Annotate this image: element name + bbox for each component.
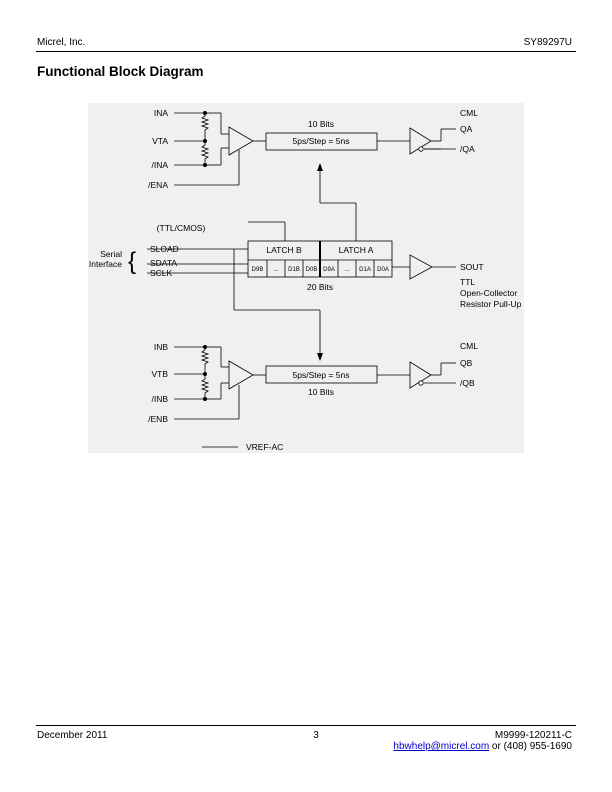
output-label: QB (460, 358, 473, 368)
latch-cell: D0A (377, 267, 389, 273)
section-title: Functional Block Diagram (37, 64, 204, 79)
header-rule (36, 51, 576, 52)
part-number: SY89297U (523, 37, 572, 48)
email-link[interactable]: hbwhelp@micrel.com (393, 741, 490, 752)
signal-label: SLOAD (150, 244, 179, 254)
bits-label: 10 Bits (308, 119, 334, 129)
output-type-label: Open-Collector (460, 288, 517, 298)
input-label: INB (154, 342, 169, 352)
input-label: INA (154, 108, 169, 118)
input-label: /INB (151, 394, 168, 404)
input-label: /INA (151, 160, 168, 170)
latch-a-label: LATCH A (339, 245, 374, 255)
latch-cell: ... (273, 267, 278, 273)
latch-cell: D0B (306, 267, 318, 273)
bits-label: 10 Bits (308, 387, 334, 397)
brace-icon: { (128, 248, 136, 275)
enable-label: /ENA (148, 180, 168, 190)
phone-text: or (408) 955-1690 (489, 741, 572, 752)
doc-number: M9999-120211-C (494, 730, 572, 741)
output-label: QA (460, 124, 473, 134)
serial-group-label: Serial (100, 249, 122, 259)
output-type-label: Resistor Pull-Up (460, 299, 522, 309)
output-label: /QB (460, 378, 475, 388)
company-name: Micrel, Inc. (37, 37, 86, 48)
signal-label: SDATA (150, 258, 177, 268)
latch-cell: D9B (252, 267, 264, 273)
output-type-label: CML (460, 108, 478, 118)
input-label: VTA (152, 136, 168, 146)
latch-cell: D1A (359, 267, 371, 273)
latch-cell: D9A (323, 267, 335, 273)
block-diagram-svg: INA VTA /INA /ENA 10 Bits 5ps/Step = 5ns… (89, 108, 522, 452)
footer-rule (36, 725, 576, 726)
signal-label: SCLK (150, 268, 173, 278)
latch-b-label: LATCH B (266, 245, 302, 255)
footer-contact: hbwhelp@micrel.com or (408) 955-1690 (393, 741, 572, 752)
output-label: /QA (460, 144, 475, 154)
latch-cell: D1B (288, 267, 300, 273)
page-number: 3 (313, 730, 319, 741)
latch-cell: ... (344, 267, 349, 273)
functional-block-diagram: INA VTA /INA /ENA 10 Bits 5ps/Step = 5ns… (88, 103, 524, 453)
input-label: VTB (151, 369, 168, 379)
level-label: (TTL/CMOS) (157, 223, 206, 233)
delay-block-label: 5ps/Step = 5ns (293, 370, 350, 380)
footer-date: December 2011 (37, 730, 108, 741)
output-type-label: TTL (460, 277, 475, 287)
output-type-label: CML (460, 341, 478, 351)
output-label: SOUT (460, 262, 484, 272)
serial-group-label: Interface (89, 259, 122, 269)
vref-label: VREF-AC (246, 442, 283, 452)
bits-label: 20 Bits (307, 282, 333, 292)
delay-block-label: 5ps/Step = 5ns (293, 136, 350, 146)
enable-label: /ENB (148, 414, 168, 424)
